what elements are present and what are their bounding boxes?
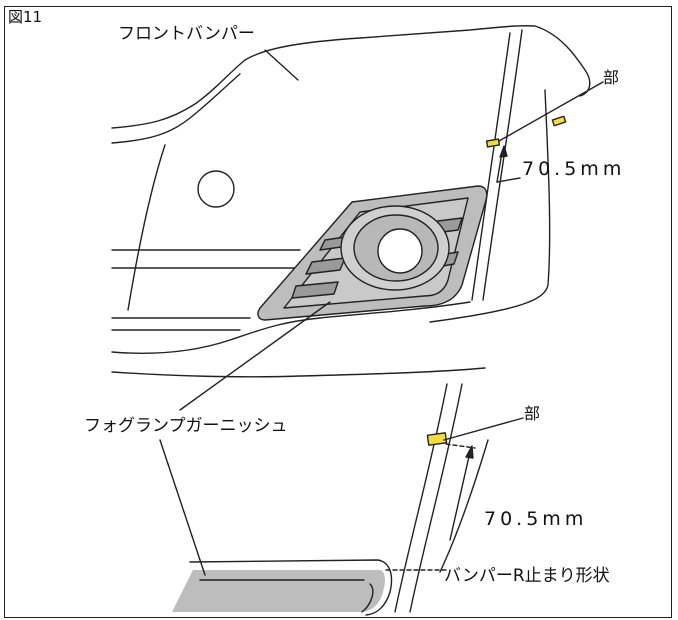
detail-groove-outer — [394, 383, 448, 613]
garnish-slat-2 — [305, 257, 346, 275]
fog-lamp-garnish — [257, 185, 488, 321]
dimension-label-bottom: 70.5mm — [484, 508, 588, 530]
bumper-r-stop-shape-label: バンパーR止まり形状 — [444, 566, 610, 586]
leader-part-bottom — [443, 417, 524, 441]
bumper-inner-contour — [111, 73, 241, 144]
leader-fog-garnish — [179, 301, 331, 411]
detail-edge-line — [439, 439, 489, 573]
dimension-leader-top — [496, 177, 521, 183]
dimension-arrow-bottom — [449, 451, 471, 541]
leader-part-top — [498, 81, 604, 142]
dimension-arrowhead-bottom — [465, 445, 474, 459]
part-label-top: 部 — [603, 68, 620, 87]
detail-garnish-outline-1 — [189, 559, 393, 616]
marker-bottom — [426, 432, 448, 446]
leader-fog-garnish-bottom — [159, 439, 206, 576]
bumper-corner-edge — [429, 89, 551, 323]
figure-number: 図11 — [8, 8, 43, 26]
fog-lamp-lens — [377, 228, 423, 274]
detail-garnish-outline-3 — [361, 583, 374, 613]
marker-top-2 — [551, 115, 567, 127]
front-bumper-upper-view — [111, 25, 591, 378]
detail-garnish-fill — [172, 570, 385, 612]
bumper-groove-outer — [471, 32, 511, 301]
bumper-lower-detail-view — [159, 383, 524, 616]
tow-hook-cover — [197, 170, 235, 208]
dimension-arrowhead-top — [499, 145, 508, 158]
garnish-slat-3 — [291, 281, 339, 299]
front-bumper-label: フロントバンパー — [118, 24, 255, 44]
bumper-side-crease — [127, 144, 166, 311]
part-label-bottom: 部 — [524, 404, 541, 423]
bumper-bottom-sweep — [111, 301, 471, 354]
detail-groove-inner — [409, 383, 463, 613]
fog-lamp-garnish-label: フォグランプガーニッシュ — [84, 416, 288, 436]
bumper-bottom-edge — [111, 367, 486, 378]
upper-callouts — [179, 49, 604, 411]
dimension-dash-bottom — [445, 443, 476, 449]
bumper-top-contour — [111, 25, 591, 129]
marker-top-1 — [485, 138, 501, 148]
dimension-label-top: 70.5mm — [522, 158, 626, 180]
bumper-groove-inner — [482, 29, 523, 301]
leader-front-bumper — [264, 49, 299, 81]
